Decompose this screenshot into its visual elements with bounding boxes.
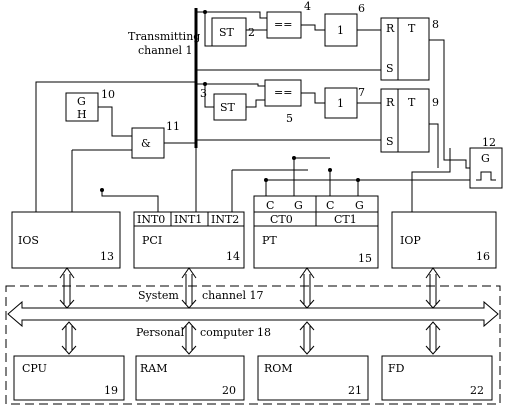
one-shot-2-label: 1 bbox=[337, 97, 344, 110]
generator-label: G bbox=[481, 152, 490, 165]
pci-int0: INT0 bbox=[137, 213, 165, 226]
and-gate-label: & bbox=[141, 137, 151, 150]
personal-label: Personal bbox=[136, 326, 185, 339]
and-gate bbox=[131, 127, 165, 159]
rs-trigger-2-number: 9 bbox=[432, 96, 439, 109]
channel-label-line2: channel 1 bbox=[138, 44, 193, 57]
rom-block bbox=[257, 355, 369, 401]
system-label-bg bbox=[132, 288, 184, 302]
iop-bus-arrow bbox=[425, 267, 441, 309]
gh-block-number: 10 bbox=[101, 88, 115, 101]
generator-number: 12 bbox=[482, 136, 496, 149]
pt-c1: C bbox=[326, 199, 334, 212]
pt-ct1: CT1 bbox=[334, 213, 357, 226]
iop-number: 16 bbox=[476, 250, 490, 263]
one-shot-1-label: 1 bbox=[337, 24, 344, 37]
comparator-1-label: == bbox=[274, 18, 292, 31]
bus-connector-arrows bbox=[59, 267, 441, 355]
channel-label-line1: Transmitting bbox=[128, 30, 200, 43]
rs-trigger-1-t: T bbox=[408, 22, 416, 35]
computer-label: computer 18 bbox=[200, 326, 271, 339]
pulse-icon bbox=[476, 171, 496, 181]
junction-dots bbox=[100, 10, 360, 192]
rs-trigger-2-s: S bbox=[386, 135, 394, 148]
fd-bus-arrow bbox=[425, 321, 441, 355]
pci-number: 14 bbox=[226, 250, 240, 263]
personal-label-bg bbox=[132, 325, 192, 339]
comparator-2 bbox=[264, 79, 302, 107]
gh-block-g: G bbox=[77, 95, 86, 108]
signal-wires bbox=[35, 11, 470, 212]
rs-trigger-1-s: S bbox=[386, 62, 394, 75]
rom-bus-arrow bbox=[299, 321, 315, 355]
iop-label: IOP bbox=[400, 234, 421, 247]
pt-g1: G bbox=[355, 199, 364, 212]
gh-block-h: H bbox=[77, 108, 87, 121]
pt-ct0: CT0 bbox=[270, 213, 293, 226]
iop-block bbox=[391, 211, 497, 269]
rs-trigger-2-t: T bbox=[408, 96, 416, 109]
personal-computer-frame bbox=[5, 285, 501, 405]
ios-label: IOS bbox=[18, 234, 39, 247]
ios-number: 13 bbox=[100, 250, 114, 263]
bus-number: 3 bbox=[200, 87, 207, 100]
ram-block bbox=[135, 355, 245, 401]
pt-c0: C bbox=[266, 199, 274, 212]
one-shot-2-number: 7 bbox=[358, 86, 365, 99]
rs-trigger-1-r: R bbox=[386, 22, 395, 35]
st-block-2-label: ST bbox=[220, 101, 236, 114]
rom-label: ROM bbox=[264, 362, 293, 375]
comparator-2-label: == bbox=[274, 86, 292, 99]
ram-number: 20 bbox=[222, 384, 236, 397]
cpu-label: CPU bbox=[22, 362, 47, 375]
rs-trigger-1 bbox=[380, 17, 430, 81]
cpu-bus-arrow bbox=[61, 321, 77, 355]
and-gate-number: 11 bbox=[166, 120, 180, 133]
pt-number: 15 bbox=[358, 252, 372, 265]
st-block-1-label: ST bbox=[219, 26, 235, 39]
comparator-1 bbox=[266, 11, 302, 39]
cpu-block bbox=[13, 355, 125, 401]
pci-bus-arrow bbox=[181, 267, 197, 309]
channel-label-bg bbox=[198, 288, 282, 302]
system-label: System bbox=[138, 289, 179, 302]
pt-g0: G bbox=[294, 199, 303, 212]
one-shot-2 bbox=[324, 87, 358, 119]
system-channel-arrow bbox=[7, 300, 499, 328]
pci-label: PCI bbox=[142, 234, 162, 247]
st-block-1 bbox=[211, 17, 247, 47]
rom-number: 21 bbox=[348, 384, 362, 397]
rs-trigger-2-r: R bbox=[386, 96, 395, 109]
pci-int1: INT1 bbox=[174, 213, 202, 226]
ram-label: RAM bbox=[140, 362, 168, 375]
system-channel-label: channel 17 bbox=[202, 289, 264, 302]
fd-block bbox=[381, 355, 493, 401]
cpu-number: 19 bbox=[104, 384, 118, 397]
pt-bus-arrow bbox=[299, 267, 315, 309]
rs-trigger-2 bbox=[380, 88, 430, 153]
ram-bus-arrow bbox=[181, 321, 197, 355]
comparator-1-number: 4 bbox=[304, 0, 311, 13]
fd-number: 22 bbox=[470, 384, 484, 397]
ios-bus-arrow bbox=[59, 267, 75, 309]
st-block-1-number: 2 bbox=[248, 26, 255, 39]
computer-label-bg bbox=[196, 325, 274, 339]
rs-trigger-1-number: 8 bbox=[432, 18, 439, 31]
ios-block bbox=[11, 211, 121, 269]
pci-int2: INT2 bbox=[211, 213, 239, 226]
comparator-2-number: 5 bbox=[286, 112, 293, 125]
pt-label: PT bbox=[262, 234, 277, 247]
gh-block bbox=[65, 92, 99, 122]
one-shot-1-number: 6 bbox=[358, 2, 365, 15]
fd-label: FD bbox=[388, 362, 405, 375]
